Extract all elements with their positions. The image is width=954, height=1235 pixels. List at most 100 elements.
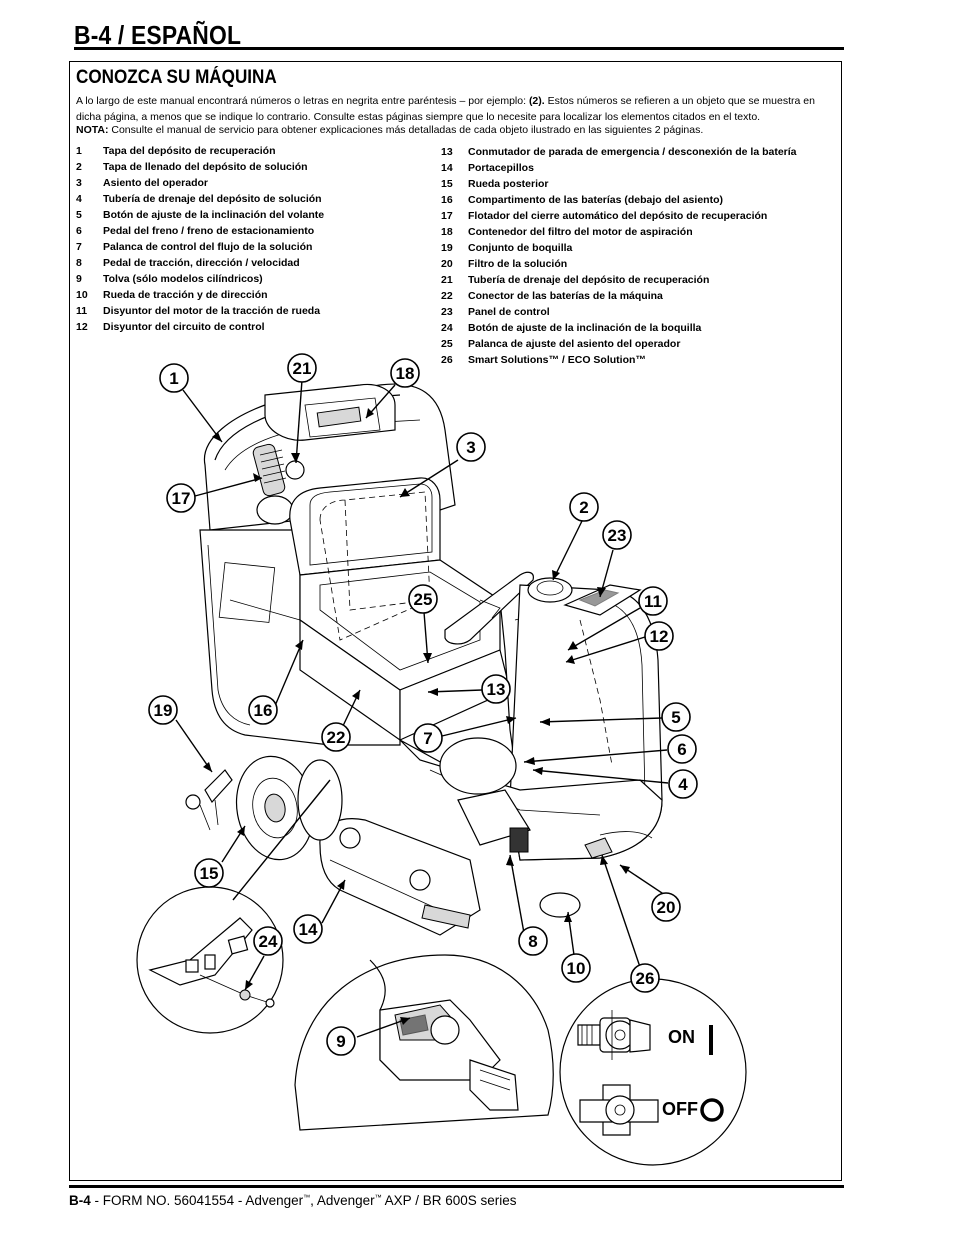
legend-label: Contenedor del filtro del motor de aspir… <box>468 226 693 238</box>
svg-text:10: 10 <box>567 959 586 978</box>
svg-text:20: 20 <box>657 898 676 917</box>
callout-4: 4 <box>668 769 698 799</box>
legend-item: 22 Conector de las baterías de la máquina <box>441 288 841 304</box>
footer-tm-2: ™ <box>374 1194 382 1202</box>
callout-2: 2 <box>569 492 599 522</box>
legend-item: 10 Rueda de tracción y de dirección <box>76 287 436 303</box>
legend-number: 26 <box>441 354 453 366</box>
legend-label: Pedal del freno / freno de estacionamien… <box>103 225 315 237</box>
svg-text:6: 6 <box>677 740 686 759</box>
legend-number: 10 <box>76 289 88 301</box>
intro-bold-example: (2). <box>528 95 545 107</box>
legend-label: Conmutador de parada de emergencia / des… <box>468 146 797 158</box>
legend-number: 23 <box>441 306 453 318</box>
legend-item: 16 Compartimento de las baterías (debajo … <box>441 192 841 208</box>
svg-text:16: 16 <box>254 701 273 720</box>
svg-text:7: 7 <box>423 729 432 748</box>
callout-19: 19 <box>148 695 178 725</box>
svg-text:23: 23 <box>608 526 627 545</box>
legend-number: 11 <box>76 305 88 317</box>
intro-text-1: A lo largo de este manual encontrará núm… <box>76 95 529 107</box>
footer-form: - FORM NO. 56041554 - Advenger <box>90 1193 304 1208</box>
legend-label: Rueda posterior <box>468 178 549 190</box>
legend-number: 20 <box>441 258 453 270</box>
footer: B-4 - FORM NO. 56041554 - Advenger™, Adv… <box>69 1193 517 1208</box>
legend-label: Compartimento de las baterías (debajo de… <box>468 194 723 206</box>
legend-item: 26 Smart Solutions™ / ECO Solution™ <box>441 352 841 368</box>
callout-3: 3 <box>456 432 486 462</box>
note: NOTA: Consulte el manual de servicio par… <box>76 124 703 136</box>
legend-number: 5 <box>76 209 82 221</box>
legend-item: 24 Botón de ajuste de la inclinación de l… <box>441 320 841 336</box>
legend-number: 16 <box>441 194 453 206</box>
legend-label: Botón de ajuste de la inclinación del vo… <box>103 209 325 221</box>
svg-text:14: 14 <box>299 920 318 939</box>
footer-tm: ™ <box>303 1194 311 1202</box>
switch-on-label: ON <box>668 1027 695 1047</box>
legend-label: Pedal de tracción, dirección / velocidad <box>103 257 300 269</box>
section-title: CONOZCA SU MÁQUINA <box>76 67 277 88</box>
footer-series: AXP / BR 600S series <box>381 1193 517 1208</box>
legend-number: 15 <box>441 178 453 190</box>
callout-17: 17 <box>166 483 196 513</box>
legend-label: Conjunto de boquilla <box>468 242 573 254</box>
legend-label: Rueda de tracción y de dirección <box>103 289 268 301</box>
footer-rule <box>69 1185 844 1188</box>
legend-number: 25 <box>441 338 453 350</box>
svg-text:19: 19 <box>154 701 173 720</box>
callout-21: 21 <box>287 353 317 383</box>
callout-23: 23 <box>602 520 632 550</box>
legend-label: Smart Solutions™ / ECO Solution™ <box>468 354 646 366</box>
legend-label: Conector de las baterías de la máquina <box>468 290 663 302</box>
intro-paragraph: A lo largo de este manual encontrará núm… <box>76 93 838 125</box>
callout-5: 5 <box>661 702 691 732</box>
callout-12: 12 <box>644 621 674 651</box>
switch-off-label: OFF <box>662 1099 698 1119</box>
header-rule <box>74 47 844 50</box>
legend-label: Tapa de llenado del depósito de solución <box>103 161 308 173</box>
svg-text:3: 3 <box>466 438 475 457</box>
page-header: B-4 / ESPAÑOL <box>74 20 844 52</box>
machine-illustration <box>185 383 663 936</box>
footer-page-number: B-4 <box>69 1193 91 1208</box>
legend-label: Disyuntor del circuito de control <box>103 321 265 333</box>
legend-item: 2 Tapa de llenado del depósito de solució… <box>76 159 436 175</box>
callout-13: 13 <box>481 674 511 704</box>
svg-text:17: 17 <box>172 489 191 508</box>
content-frame <box>69 61 842 1181</box>
detail-switch: ON OFF <box>559 978 747 1166</box>
legend-number: 14 <box>441 162 453 174</box>
callout-7: 7 <box>413 723 443 753</box>
legend-number: 13 <box>441 146 453 158</box>
legend-label: Tubería de drenaje del depósito de soluc… <box>103 193 322 205</box>
callout-18: 18 <box>390 358 420 388</box>
legend-label: Botón de ajuste de la inclinación de la … <box>468 322 702 334</box>
legend-number: 22 <box>441 290 453 302</box>
legend-number: 18 <box>441 226 453 238</box>
legend-number: 1 <box>76 145 82 157</box>
callout-6: 6 <box>667 734 697 764</box>
legend-label: Portacepillos <box>468 162 534 174</box>
legend-label: Disyuntor del motor de la tracción de ru… <box>103 305 321 317</box>
legend-number: 4 <box>76 193 82 205</box>
legend-item: 14 Portacepillos <box>441 160 841 176</box>
off-symbol <box>700 1098 724 1122</box>
legend-number: 2 <box>76 161 82 173</box>
legend-number: 17 <box>441 210 453 222</box>
callout-15: 15 <box>194 858 224 888</box>
legend-label: Asiento del operador <box>103 177 209 189</box>
legend-item: 4 Tubería de drenaje del depósito de solu… <box>76 191 436 207</box>
legend-item: 13 Conmutador de parada de emergencia / d… <box>441 144 841 160</box>
machine-diagram: ON OFF <box>136 353 747 1166</box>
svg-text:25: 25 <box>414 590 433 609</box>
svg-text:8: 8 <box>528 932 537 951</box>
legend-number: 24 <box>441 322 453 334</box>
footer-sep: , Advenger <box>310 1193 375 1208</box>
legend-right: 13 Conmutador de parada de emergencia / d… <box>441 144 841 368</box>
detail-hopper <box>294 954 554 1131</box>
